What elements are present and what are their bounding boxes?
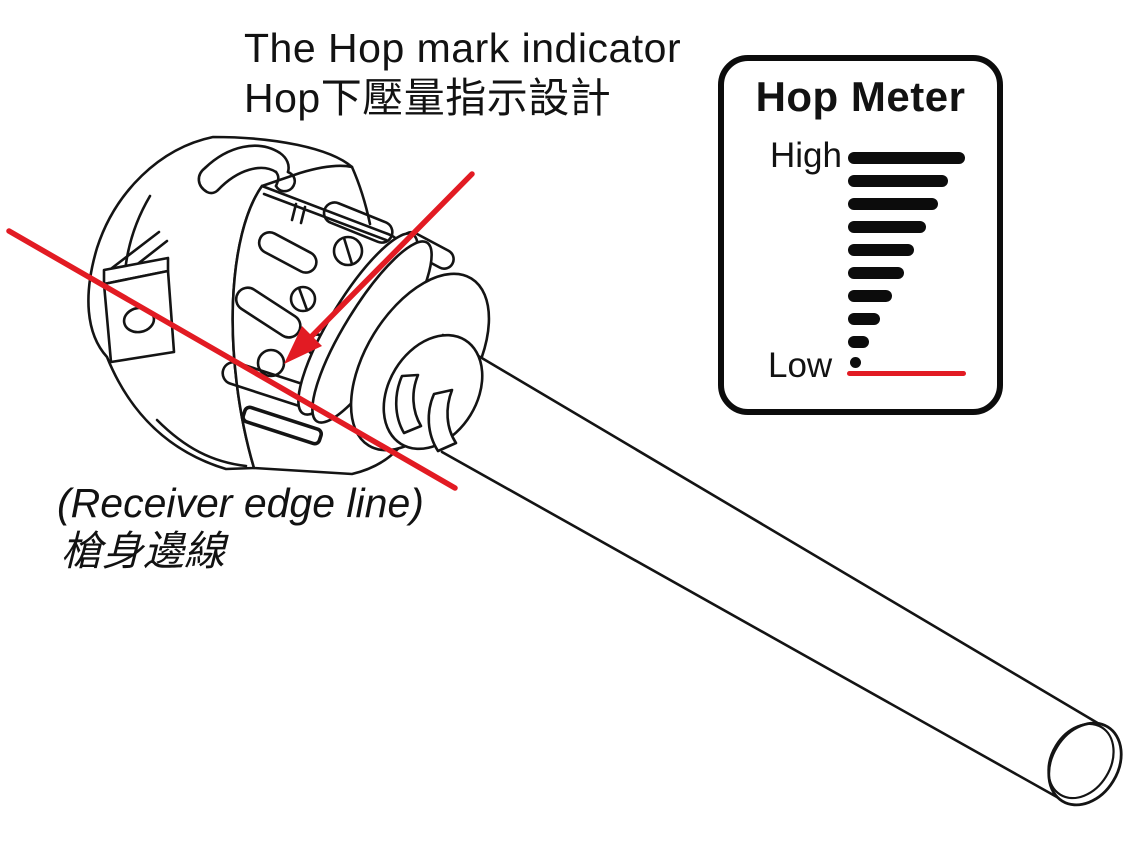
muzzle-end — [1047, 721, 1123, 807]
barrel-clip — [394, 373, 423, 435]
dial-screws — [289, 235, 364, 313]
hop-meter-bar — [848, 336, 869, 348]
hop-meter-bar — [848, 198, 938, 210]
hop-meter-title: Hop Meter — [755, 73, 966, 120]
receiver-edge-label-zh: 槍身邊線 — [61, 528, 225, 574]
receiver-edge-red-line — [6, 228, 458, 491]
bayonet-slot — [197, 144, 297, 195]
red-annotations — [6, 171, 475, 491]
hop-meter-bar — [848, 152, 965, 164]
hop-meter-bars — [848, 152, 965, 359]
barrel-nut — [382, 333, 484, 453]
hop-meter-bar — [848, 313, 880, 325]
hop-meter-panel: Hop Meter High Low — [718, 55, 1003, 415]
hop-meter-bar — [848, 244, 914, 256]
hop-mark-arrow — [284, 171, 475, 364]
hop-meter-bar — [848, 221, 926, 233]
rear-collar — [87, 135, 372, 471]
barrel-clip — [427, 388, 458, 453]
hop-meter-low-dot — [850, 357, 861, 368]
hop-meter-low-label: Low — [768, 346, 833, 385]
hop-indicator-label-zh: Hop下壓量指示設計 — [244, 75, 612, 121]
hop-indicator-label-en: The Hop mark indicator — [244, 25, 682, 71]
hop-meter-bar — [848, 267, 904, 279]
hop-meter-low-red-line — [847, 371, 966, 376]
hop-meter-high-label: High — [770, 136, 842, 175]
outer-barrel — [440, 333, 1123, 807]
receiver-edge-label-en: (Receiver edge line) — [57, 480, 424, 526]
hop-meter-bar — [848, 175, 948, 187]
hop-mark-hole — [256, 348, 286, 378]
hop-meter-bar — [848, 290, 892, 302]
